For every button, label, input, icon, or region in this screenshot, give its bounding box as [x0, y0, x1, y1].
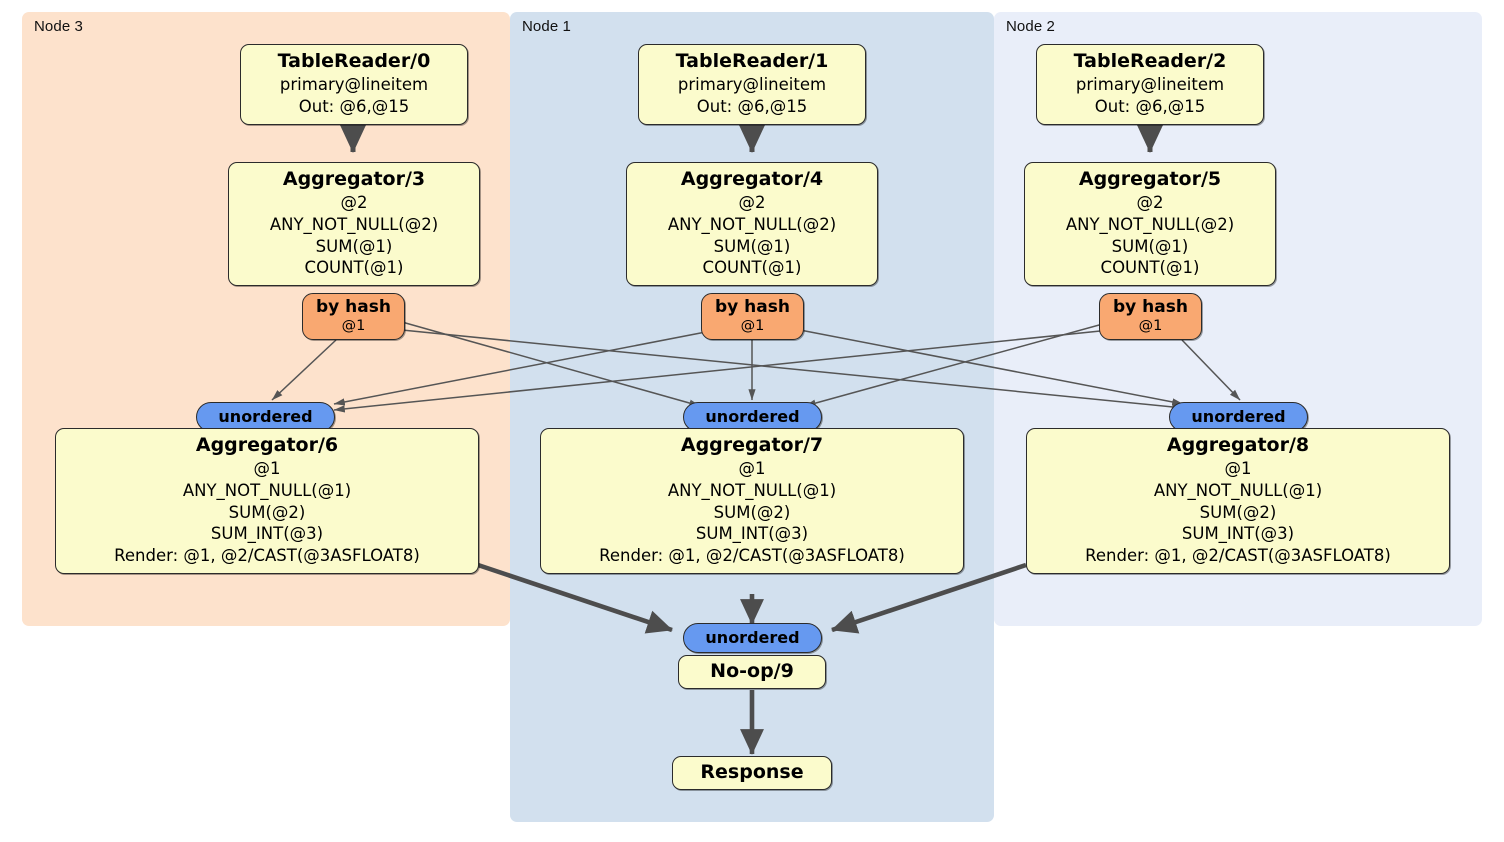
- router-by-hash-4[interactable]: by hash @1: [701, 293, 804, 341]
- processor-title: Aggregator/7: [680, 434, 824, 456]
- processor-line: primary@lineitem: [1075, 75, 1225, 95]
- processor-line: @1: [738, 459, 766, 479]
- processor-line: ANY_NOT_NULL(@2): [269, 214, 439, 234]
- processor-line: @1: [1224, 459, 1252, 479]
- processor-line: ANY_NOT_NULL(@1): [667, 480, 837, 500]
- processor-line: SUM_INT(@3): [695, 524, 809, 544]
- processor-line: ANY_NOT_NULL(@2): [1065, 214, 1235, 234]
- router-detail: @1: [341, 317, 366, 334]
- processor-title: TableReader/2: [1073, 50, 1227, 72]
- processor-line: primary@lineitem: [677, 75, 827, 95]
- processor-noop-9[interactable]: No-op/9: [678, 655, 826, 690]
- processor-title: Aggregator/8: [1166, 434, 1310, 456]
- processor-line: @2: [340, 193, 368, 213]
- processor-line: SUM(@1): [1111, 236, 1189, 256]
- processor-aggregator-4[interactable]: Aggregator/4 @2 ANY_NOT_NULL(@2) SUM(@1)…: [626, 162, 878, 287]
- router-title: unordered: [1191, 407, 1286, 426]
- router-title: by hash: [316, 297, 391, 317]
- processor-line: SUM(@2): [228, 502, 306, 522]
- processor-title: TableReader/0: [277, 50, 431, 72]
- processor-line: @2: [1136, 193, 1164, 213]
- processor-line: COUNT(@1): [304, 258, 404, 278]
- processor-aggregator-7[interactable]: Aggregator/7 @1 ANY_NOT_NULL(@1) SUM(@2)…: [540, 428, 964, 574]
- processor-line: Out: @6,@15: [1094, 96, 1206, 116]
- processor-table-reader-1[interactable]: TableReader/1 primary@lineitem Out: @6,@…: [638, 44, 866, 125]
- processor-line: ANY_NOT_NULL(@1): [182, 480, 352, 500]
- node-panel-label-node2: Node 2: [1006, 18, 1055, 35]
- processor-table-reader-2[interactable]: TableReader/2 primary@lineitem Out: @6,@…: [1036, 44, 1264, 125]
- router-title: unordered: [705, 407, 800, 426]
- processor-title: No-op/9: [710, 660, 794, 682]
- processor-line: SUM(@2): [1199, 502, 1277, 522]
- router-unordered-left[interactable]: unordered: [196, 402, 335, 432]
- processor-aggregator-3[interactable]: Aggregator/3 @2 ANY_NOT_NULL(@2) SUM(@1)…: [228, 162, 480, 287]
- router-by-hash-5[interactable]: by hash @1: [1099, 293, 1202, 341]
- processor-aggregator-8[interactable]: Aggregator/8 @1 ANY_NOT_NULL(@1) SUM(@2)…: [1026, 428, 1450, 574]
- processor-line: Out: @6,@15: [696, 96, 808, 116]
- processor-line: Render: @1, @2/CAST(@3ASFLOAT8): [114, 546, 420, 566]
- processor-line: COUNT(@1): [1100, 258, 1200, 278]
- processor-line: @2: [738, 193, 766, 213]
- router-by-hash-3[interactable]: by hash @1: [302, 293, 405, 341]
- processor-line: COUNT(@1): [702, 258, 802, 278]
- processor-title: Aggregator/4: [680, 168, 824, 190]
- processor-line: Render: @1, @2/CAST(@3ASFLOAT8): [599, 546, 905, 566]
- router-detail: @1: [1138, 317, 1163, 334]
- processor-line: Out: @6,@15: [298, 96, 410, 116]
- processor-line: SUM_INT(@3): [210, 524, 324, 544]
- processor-table-reader-0[interactable]: TableReader/0 primary@lineitem Out: @6,@…: [240, 44, 468, 125]
- processor-line: primary@lineitem: [279, 75, 429, 95]
- router-title: by hash: [715, 297, 790, 317]
- processor-title: Response: [700, 761, 804, 783]
- router-unordered-final[interactable]: unordered: [683, 623, 822, 653]
- processor-line: SUM(@1): [315, 236, 393, 256]
- node-panel-label-node1: Node 1: [522, 18, 571, 35]
- processor-response[interactable]: Response: [672, 756, 832, 791]
- processor-line: SUM(@2): [713, 502, 791, 522]
- processor-aggregator-6[interactable]: Aggregator/6 @1 ANY_NOT_NULL(@1) SUM(@2)…: [55, 428, 479, 574]
- processor-title: Aggregator/3: [282, 168, 426, 190]
- processor-line: SUM_INT(@3): [1181, 524, 1295, 544]
- processor-line: ANY_NOT_NULL(@2): [667, 214, 837, 234]
- processor-line: Render: @1, @2/CAST(@3ASFLOAT8): [1085, 546, 1391, 566]
- router-title: unordered: [705, 628, 800, 647]
- processor-line: SUM(@1): [713, 236, 791, 256]
- processor-title: TableReader/1: [675, 50, 829, 72]
- router-detail: @1: [740, 317, 765, 334]
- processor-line: @1: [253, 459, 281, 479]
- processor-title: Aggregator/5: [1078, 168, 1222, 190]
- processor-line: ANY_NOT_NULL(@1): [1153, 480, 1323, 500]
- node-panel-label-node3: Node 3: [34, 18, 83, 35]
- router-unordered-middle[interactable]: unordered: [683, 402, 822, 432]
- processor-title: Aggregator/6: [195, 434, 339, 456]
- processor-aggregator-5[interactable]: Aggregator/5 @2 ANY_NOT_NULL(@2) SUM(@1)…: [1024, 162, 1276, 287]
- router-title: by hash: [1113, 297, 1188, 317]
- router-title: unordered: [218, 407, 313, 426]
